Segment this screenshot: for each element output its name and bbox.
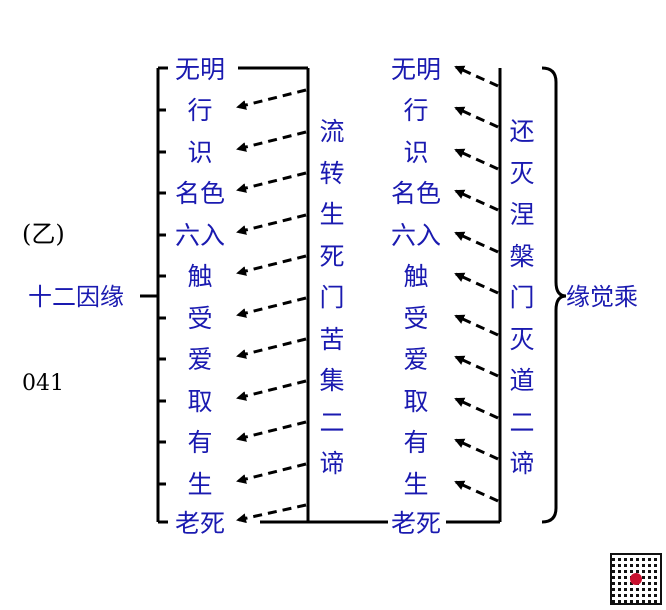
right-arrow <box>454 355 499 378</box>
right-vertical-char: 灭 <box>509 325 534 354</box>
right-vertical-char: 灭 <box>509 159 534 188</box>
middle-vertical-char: 生 <box>319 200 344 229</box>
chain-right-item: 生 <box>403 470 428 499</box>
right-arrow <box>454 148 499 171</box>
chain-left-item: 生 <box>187 470 212 499</box>
chain-left-item: 名色 <box>175 179 225 208</box>
label-number: 041 <box>22 371 64 396</box>
right-arrow <box>454 480 499 503</box>
label-twelve-nidanas: 十二因缘 <box>28 283 124 311</box>
left-bracket <box>140 66 168 524</box>
left-arrow <box>236 130 307 152</box>
left-arrow <box>236 171 307 193</box>
chain-right: 无明 行 识 名色 六入 触 受 爱 取 有 生 老死 <box>391 55 441 538</box>
chain-left-item: 老死 <box>175 509 225 538</box>
right-arrow <box>454 65 499 88</box>
left-arrow <box>236 254 307 276</box>
left-arrow <box>236 337 307 359</box>
chain-right-item: 老死 <box>391 509 441 538</box>
left-arrow <box>236 462 307 484</box>
chain-right-item: 识 <box>403 138 428 167</box>
chain-right-item: 取 <box>403 387 428 416</box>
middle-vertical-text: 流 转 生 死 门 苦 集 二 谛 <box>319 117 344 478</box>
left-arrow <box>236 420 307 442</box>
brace-label: 缘觉乘 <box>566 283 638 311</box>
left-arrow <box>236 213 307 235</box>
right-arrow <box>454 397 499 420</box>
chain-right-item: 触 <box>403 262 428 291</box>
chain-right-item: 六入 <box>391 221 441 250</box>
right-curly-brace <box>541 66 567 524</box>
chain-right-item: 名色 <box>391 179 441 208</box>
chain-left-item: 取 <box>187 387 212 416</box>
right-vertical-text: 还 灭 涅 槃 门 灭 道 二 谛 <box>509 117 534 478</box>
right-arrow <box>454 106 499 129</box>
chain-left: 无明 行 识 名色 六入 触 受 爱 取 有 生 老死 <box>175 55 225 538</box>
left-arrows <box>236 88 307 524</box>
right-vertical-char: 涅 <box>509 200 534 229</box>
right-vertical-char: 二 <box>509 408 534 437</box>
right-vertical-char: 道 <box>509 366 534 395</box>
right-arrow <box>454 314 499 337</box>
right-arrow <box>454 189 499 212</box>
chain-left-item: 触 <box>187 262 212 291</box>
chain-right-item: 有 <box>403 428 428 457</box>
chain-right-item: 受 <box>403 304 428 333</box>
label-yi: (乙) <box>22 220 65 248</box>
right-vertical-char: 还 <box>509 117 534 146</box>
middle-vertical-char: 流 <box>319 117 344 146</box>
chain-right-item: 爱 <box>403 345 428 374</box>
frame-lines <box>238 66 502 524</box>
middle-vertical-char: 苦 <box>319 325 344 354</box>
right-arrows <box>454 65 499 503</box>
chain-left-item: 六入 <box>175 221 225 250</box>
middle-vertical-char: 集 <box>319 366 344 395</box>
chain-left-item: 爱 <box>187 345 212 374</box>
chain-left-item: 行 <box>187 96 212 125</box>
right-arrow <box>454 231 499 254</box>
left-arrow <box>236 296 307 318</box>
right-arrow <box>454 438 499 461</box>
right-vertical-char: 门 <box>509 283 534 312</box>
chain-right-item: 无明 <box>391 55 441 84</box>
middle-vertical-char: 死 <box>319 242 344 271</box>
right-arrow <box>454 272 499 295</box>
chain-left-item: 有 <box>187 428 212 457</box>
chain-right-item: 行 <box>403 96 428 125</box>
right-vertical-char: 谛 <box>509 449 534 478</box>
chain-left-item: 无明 <box>175 55 225 84</box>
chain-left-item: 受 <box>187 304 212 333</box>
left-arrow <box>236 503 307 524</box>
middle-vertical-char: 门 <box>319 283 344 312</box>
left-arrow <box>236 379 307 401</box>
middle-vertical-char: 转 <box>319 159 344 188</box>
middle-vertical-char: 二 <box>319 408 344 437</box>
middle-vertical-char: 谛 <box>319 449 344 478</box>
right-vertical-char: 槃 <box>509 242 534 271</box>
qr-code-icon <box>610 553 662 605</box>
chain-left-item: 识 <box>187 138 212 167</box>
left-arrow <box>236 88 307 110</box>
